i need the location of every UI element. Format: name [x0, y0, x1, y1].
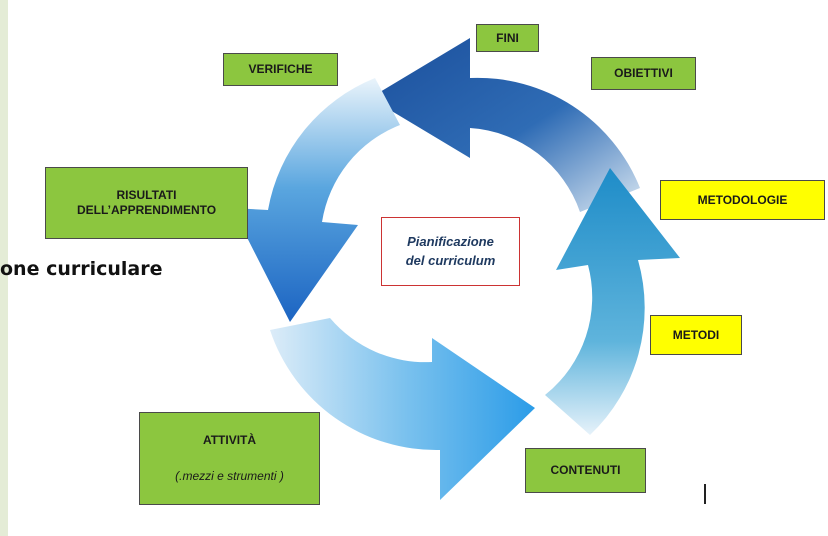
arrow-right	[545, 168, 680, 435]
label-attivita-subtitle: (.mezzi e strumenti )	[175, 468, 284, 483]
label-obiettivi: OBIETTIVI	[591, 57, 696, 90]
label-risultati: RISULTATI DELL’APPRENDIMENTO	[45, 167, 248, 239]
arrow-bottom	[270, 318, 535, 500]
label-metodi-text: METODI	[672, 327, 720, 342]
arrow-top	[370, 38, 640, 212]
background-partial-text: one curriculare	[0, 258, 163, 280]
label-verifiche: VERIFICHE	[223, 53, 338, 86]
left-edge-strip	[0, 0, 8, 536]
label-contenuti: CONTENUTI	[525, 448, 646, 493]
text-cursor	[704, 484, 706, 504]
label-attivita-title: ATTIVITÀ	[202, 433, 257, 448]
label-fini-text: FINI	[496, 30, 519, 45]
center-planning-box: Pianificazione del curriculum	[381, 217, 520, 286]
label-fini: FINI	[476, 24, 539, 52]
center-line2: del curriculum	[405, 252, 496, 268]
label-risultati-line1: RISULTATI	[116, 188, 177, 202]
label-verifiche-text: VERIFICHE	[248, 62, 313, 76]
label-metodi: METODI	[650, 315, 742, 355]
arrow-left	[232, 78, 400, 322]
label-risultati-line2: DELL’APPRENDIMENTO	[76, 203, 217, 217]
label-obiettivi-text: OBIETTIVI	[614, 66, 673, 80]
center-line1: Pianificazione	[407, 233, 494, 249]
label-metodologie: METODOLOGIE	[660, 180, 825, 220]
label-metodologie-text: METODOLOGIE	[697, 192, 788, 207]
label-attivita: ATTIVITÀ (.mezzi e strumenti )	[139, 412, 320, 505]
label-contenuti-text: CONTENUTI	[550, 463, 621, 477]
